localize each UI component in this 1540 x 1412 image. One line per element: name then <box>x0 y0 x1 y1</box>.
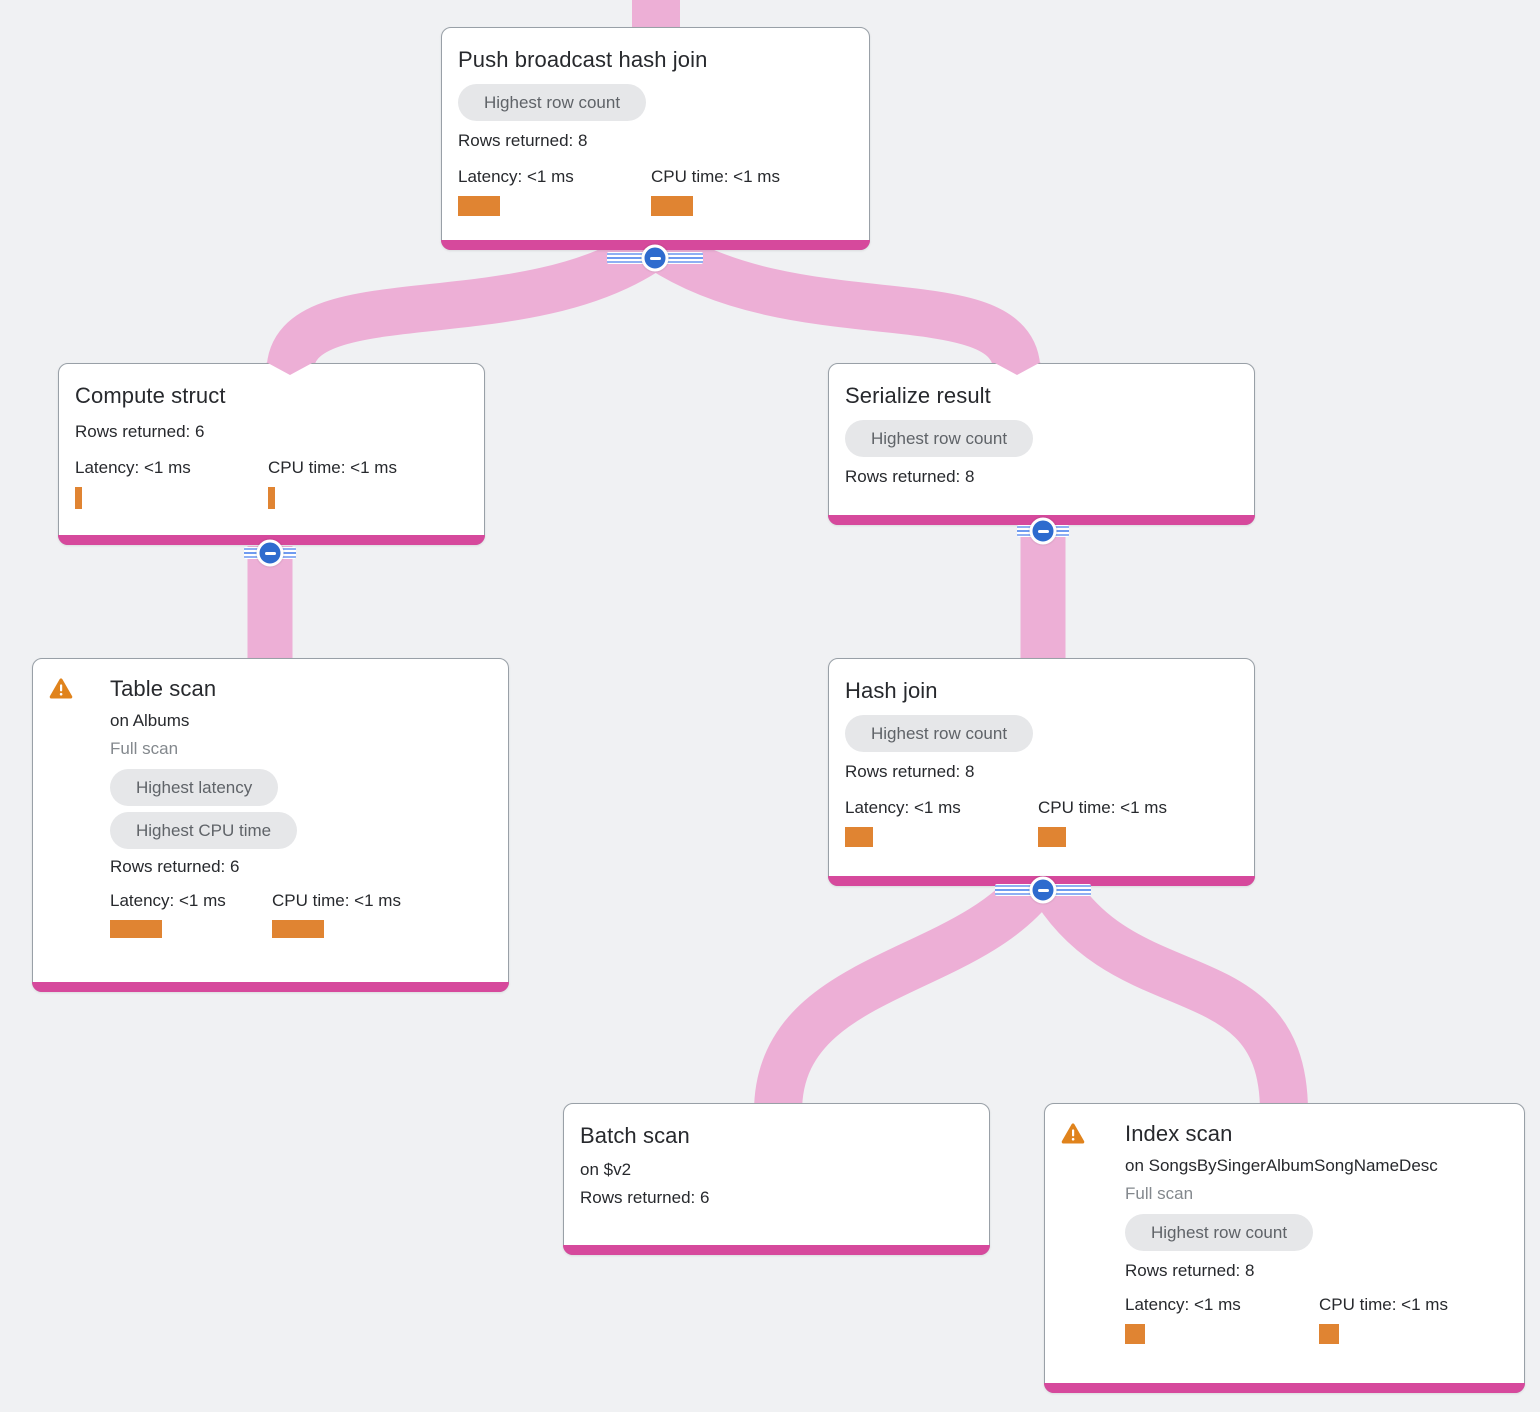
plan-node-hash-join[interactable]: Hash join Highest row count Rows returne… <box>828 658 1255 886</box>
node-title: Push broadcast hash join <box>458 47 708 72</box>
collapse-button-serialize-result[interactable] <box>1017 517 1069 545</box>
cpu-time-bar <box>1038 827 1066 847</box>
plan-node-compute-struct[interactable]: Compute struct Rows returned: 6 Latency:… <box>58 363 485 545</box>
rows-returned: Rows returned: 8 <box>458 131 588 150</box>
cpu-time-label: CPU time: <1 ms <box>651 167 780 186</box>
latency-bar <box>1125 1324 1145 1344</box>
node-title: Table scan <box>110 676 217 701</box>
plan-node-batch-scan[interactable]: Batch scan on $v2 Rows returned: 6 <box>563 1103 990 1255</box>
latency-bar <box>458 196 500 216</box>
status-badge: Highest row count <box>458 84 647 121</box>
node-accent-bar <box>1044 1383 1525 1393</box>
status-badge: Highest CPU time <box>110 812 298 849</box>
flow-link-root-to-serialize-result <box>647 228 1041 375</box>
latency-bar <box>845 827 873 847</box>
latency-label: Latency: <1 ms <box>110 891 226 910</box>
warning-icon <box>49 678 73 699</box>
cpu-time-bar <box>651 196 693 216</box>
latency-label: Latency: <1 ms <box>1125 1295 1241 1314</box>
collapse-button-push-broadcast-hash-join[interactable] <box>607 244 703 272</box>
cpu-time-label: CPU time: <1 ms <box>1319 1295 1448 1314</box>
plan-node-table-scan[interactable]: Table scan on Albums Full scan Highest l… <box>32 658 509 992</box>
rows-returned: Rows returned: 8 <box>1125 1261 1255 1280</box>
rows-returned: Rows returned: 6 <box>110 857 240 876</box>
warning-icon <box>1061 1123 1085 1144</box>
flow-link-hash-join-to-batch-scan <box>754 866 1056 1114</box>
rows-returned: Rows returned: 6 <box>75 422 205 441</box>
cpu-time-label: CPU time: <1 ms <box>268 458 397 477</box>
rows-returned: Rows returned: 8 <box>845 467 975 486</box>
node-accent-bar <box>563 1245 990 1255</box>
plan-node-push-broadcast-hash-join[interactable]: Push broadcast hash join Highest row cou… <box>441 27 870 250</box>
node-title: Batch scan <box>580 1123 690 1148</box>
flow-link-root-to-compute-struct <box>266 228 665 375</box>
cpu-time-bar <box>1319 1324 1339 1344</box>
cpu-time-bar <box>272 920 324 938</box>
minus-icon <box>641 244 669 272</box>
minus-icon <box>256 539 284 567</box>
collapse-button-hash-join[interactable] <box>995 876 1091 904</box>
latency-label: Latency: <1 ms <box>75 458 191 477</box>
node-title: Compute struct <box>75 383 226 408</box>
status-badge: Highest row count <box>845 420 1034 457</box>
plan-node-serialize-result[interactable]: Serialize result Highest row count Rows … <box>828 363 1255 525</box>
cpu-time-label: CPU time: <1 ms <box>1038 798 1167 817</box>
plan-node-index-scan[interactable]: Index scan on SongsBySingerAlbumSongName… <box>1044 1103 1525 1393</box>
latency-bar <box>75 487 82 509</box>
latency-label: Latency: <1 ms <box>845 798 961 817</box>
flow-link-hash-join-to-index-scan <box>1030 869 1308 1113</box>
rows-returned: Rows returned: 6 <box>580 1188 710 1207</box>
scan-type-label: Full scan <box>110 739 179 758</box>
latency-label: Latency: <1 ms <box>458 167 574 186</box>
latency-bar <box>110 920 162 938</box>
cpu-time-label: CPU time: <1 ms <box>272 891 401 910</box>
node-title: Serialize result <box>845 383 991 408</box>
minus-icon <box>1029 517 1057 545</box>
node-subtitle: on $v2 <box>580 1160 632 1179</box>
collapse-button-compute-struct[interactable] <box>244 539 296 567</box>
node-accent-bar <box>32 982 509 992</box>
node-title: Index scan <box>1125 1121 1233 1146</box>
status-badge: Highest row count <box>1125 1214 1314 1251</box>
cpu-time-bar <box>268 487 275 509</box>
minus-icon <box>1029 876 1057 904</box>
node-subtitle: on Albums <box>110 711 190 730</box>
node-subtitle: on SongsBySingerAlbumSongNameDesc <box>1125 1156 1438 1175</box>
scan-type-label: Full scan <box>1125 1184 1194 1203</box>
node-title: Hash join <box>845 678 938 703</box>
status-badge: Highest latency <box>110 769 279 806</box>
status-badge: Highest row count <box>845 715 1034 752</box>
rows-returned: Rows returned: 8 <box>845 762 975 781</box>
